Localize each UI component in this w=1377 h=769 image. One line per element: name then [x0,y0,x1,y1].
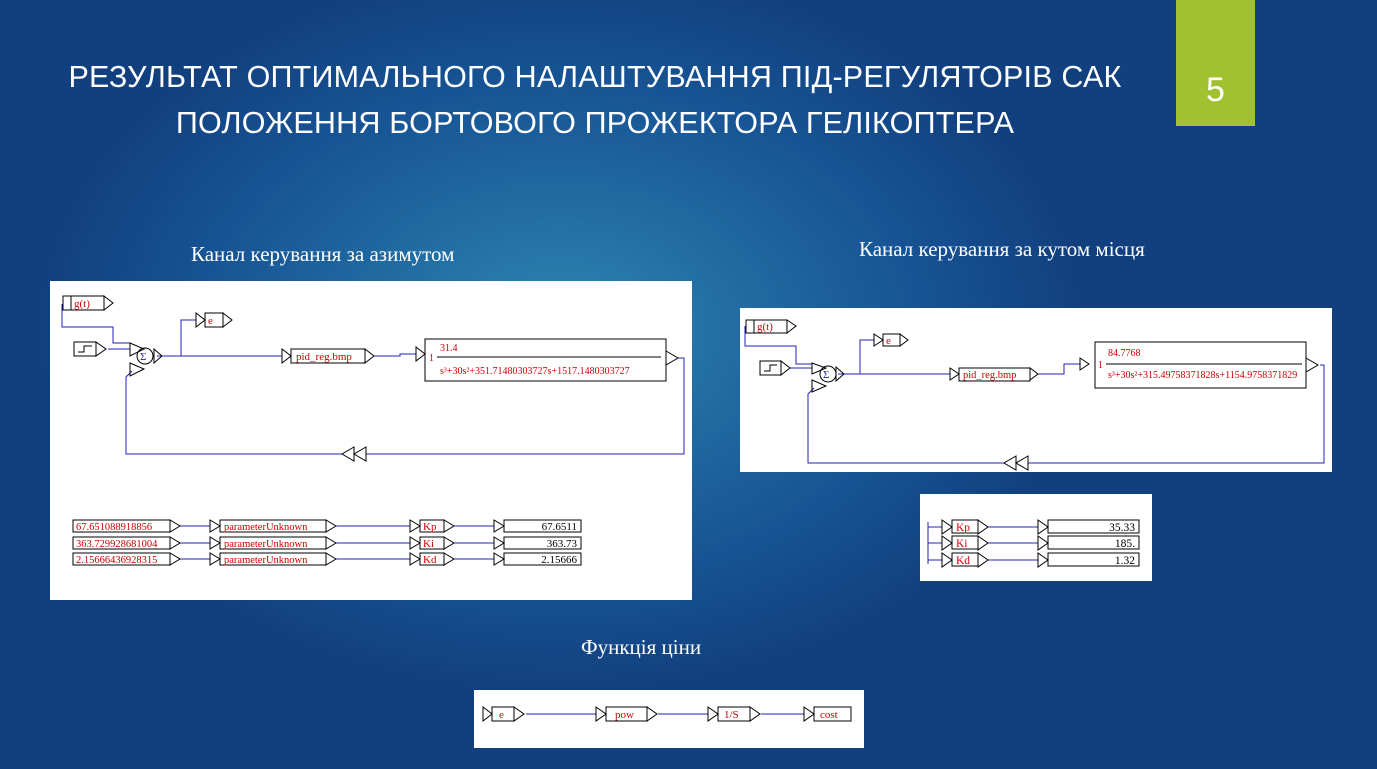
azimuth-kd-block: parameterUnknown [224,555,308,566]
elevation-e-label: e [886,335,891,347]
elevation-tf-gain: 1 [1098,360,1103,371]
azimuth-kp-input: 67.651088918856 [76,522,152,533]
azimuth-kp-block: parameterUnknown [224,522,308,533]
azimuth-kd-name: Kd [423,554,437,566]
slide-title-line-1: РЕЗУЛЬТАТ ОПТИМАЛЬНОГО НАЛАШТУВАННЯ ПІД-… [68,60,1122,94]
azimuth-tf-denominator: s³+30s²+351.71480303727s+1517.1480303727 [440,366,630,377]
azimuth-tf-gain: 1 [429,353,434,364]
elevation-sum-symbol: Σ [823,369,829,381]
cost-output-label: cost [820,709,838,721]
page-number: 5 [1176,0,1255,126]
cost-integrator-label: 1/S [724,709,739,721]
elevation-kp-name: Kp [956,522,970,534]
azimuth-ki-input: 363.729928681004 [76,539,158,550]
slide-title-line-2: ПОЛОЖЕННЯ БОРТОВОГО ПРОЖЕКТОРА ГЕЛІКОПТЕ… [175,106,1015,140]
azimuth-pid-label: pid_reg.bmp [296,351,352,363]
cost-diagram: e pow 1/S cost [482,705,852,723]
azimuth-gt-label: g(t) [74,298,90,310]
caption-cost: Функція ціни [581,635,702,659]
azimuth-panel: g(t) e Σ pid_reg.bmp 1 31.4 s³+30s²+351.… [50,281,692,600]
azimuth-kd-value: 2.15666 [541,554,577,566]
azimuth-ki-block: parameterUnknown [224,539,308,550]
elevation-params-diagram: Kp Ki Kd 35.33 185. 1.32 [927,519,1140,568]
azimuth-e-label: e [208,315,213,327]
azimuth-kp-name: Kp [423,521,437,533]
elevation-ki-value: 185. [1115,538,1135,550]
azimuth-ki-name: Ki [423,538,434,550]
caption-elevation: Канал керування за кутом місця [859,237,1145,261]
elevation-kd-value: 1.32 [1115,555,1135,567]
azimuth-ki-value: 363.73 [547,538,578,550]
elevation-tf-numerator: 84.7768 [1108,348,1141,359]
elevation-diagram: g(t) e Σ pid_reg.bmp 1 84.7768 s³+30s²+3… [744,319,1325,471]
azimuth-diagram: g(t) e Σ pid_reg.bmp 1 31.4 s³+30s²+351.… [61,294,685,566]
azimuth-sum-symbol: Σ [140,351,146,363]
elevation-ki-name: Ki [956,538,968,550]
elevation-gt-label: g(t) [757,321,773,333]
azimuth-tf-numerator: 31.4 [440,343,458,354]
cost-e-label: e [499,709,504,721]
elevation-pid-label: pid_reg.bmp [963,370,1016,381]
elevation-kd-name: Kd [956,555,970,567]
azimuth-param-shapes [72,519,582,566]
caption-azimuth: Канал керування за азимутом [191,242,455,266]
azimuth-kp-value: 67.6511 [542,521,577,533]
elevation-panel: g(t) e Σ pid_reg.bmp 1 84.7768 s³+30s²+3… [740,308,1332,472]
azimuth-kd-input: 2.15666436928315 [76,555,157,566]
cost-panel: e pow 1/S cost [474,690,864,748]
elevation-tf-denominator: s³+30s²+315.49758371828s+1154.9758371829 [1108,370,1297,381]
cost-pow-label: pow [615,709,634,721]
elevation-params-panel: Kp Ki Kd 35.33 185. 1.32 [920,494,1152,581]
elevation-kp-value: 35.33 [1109,522,1135,534]
